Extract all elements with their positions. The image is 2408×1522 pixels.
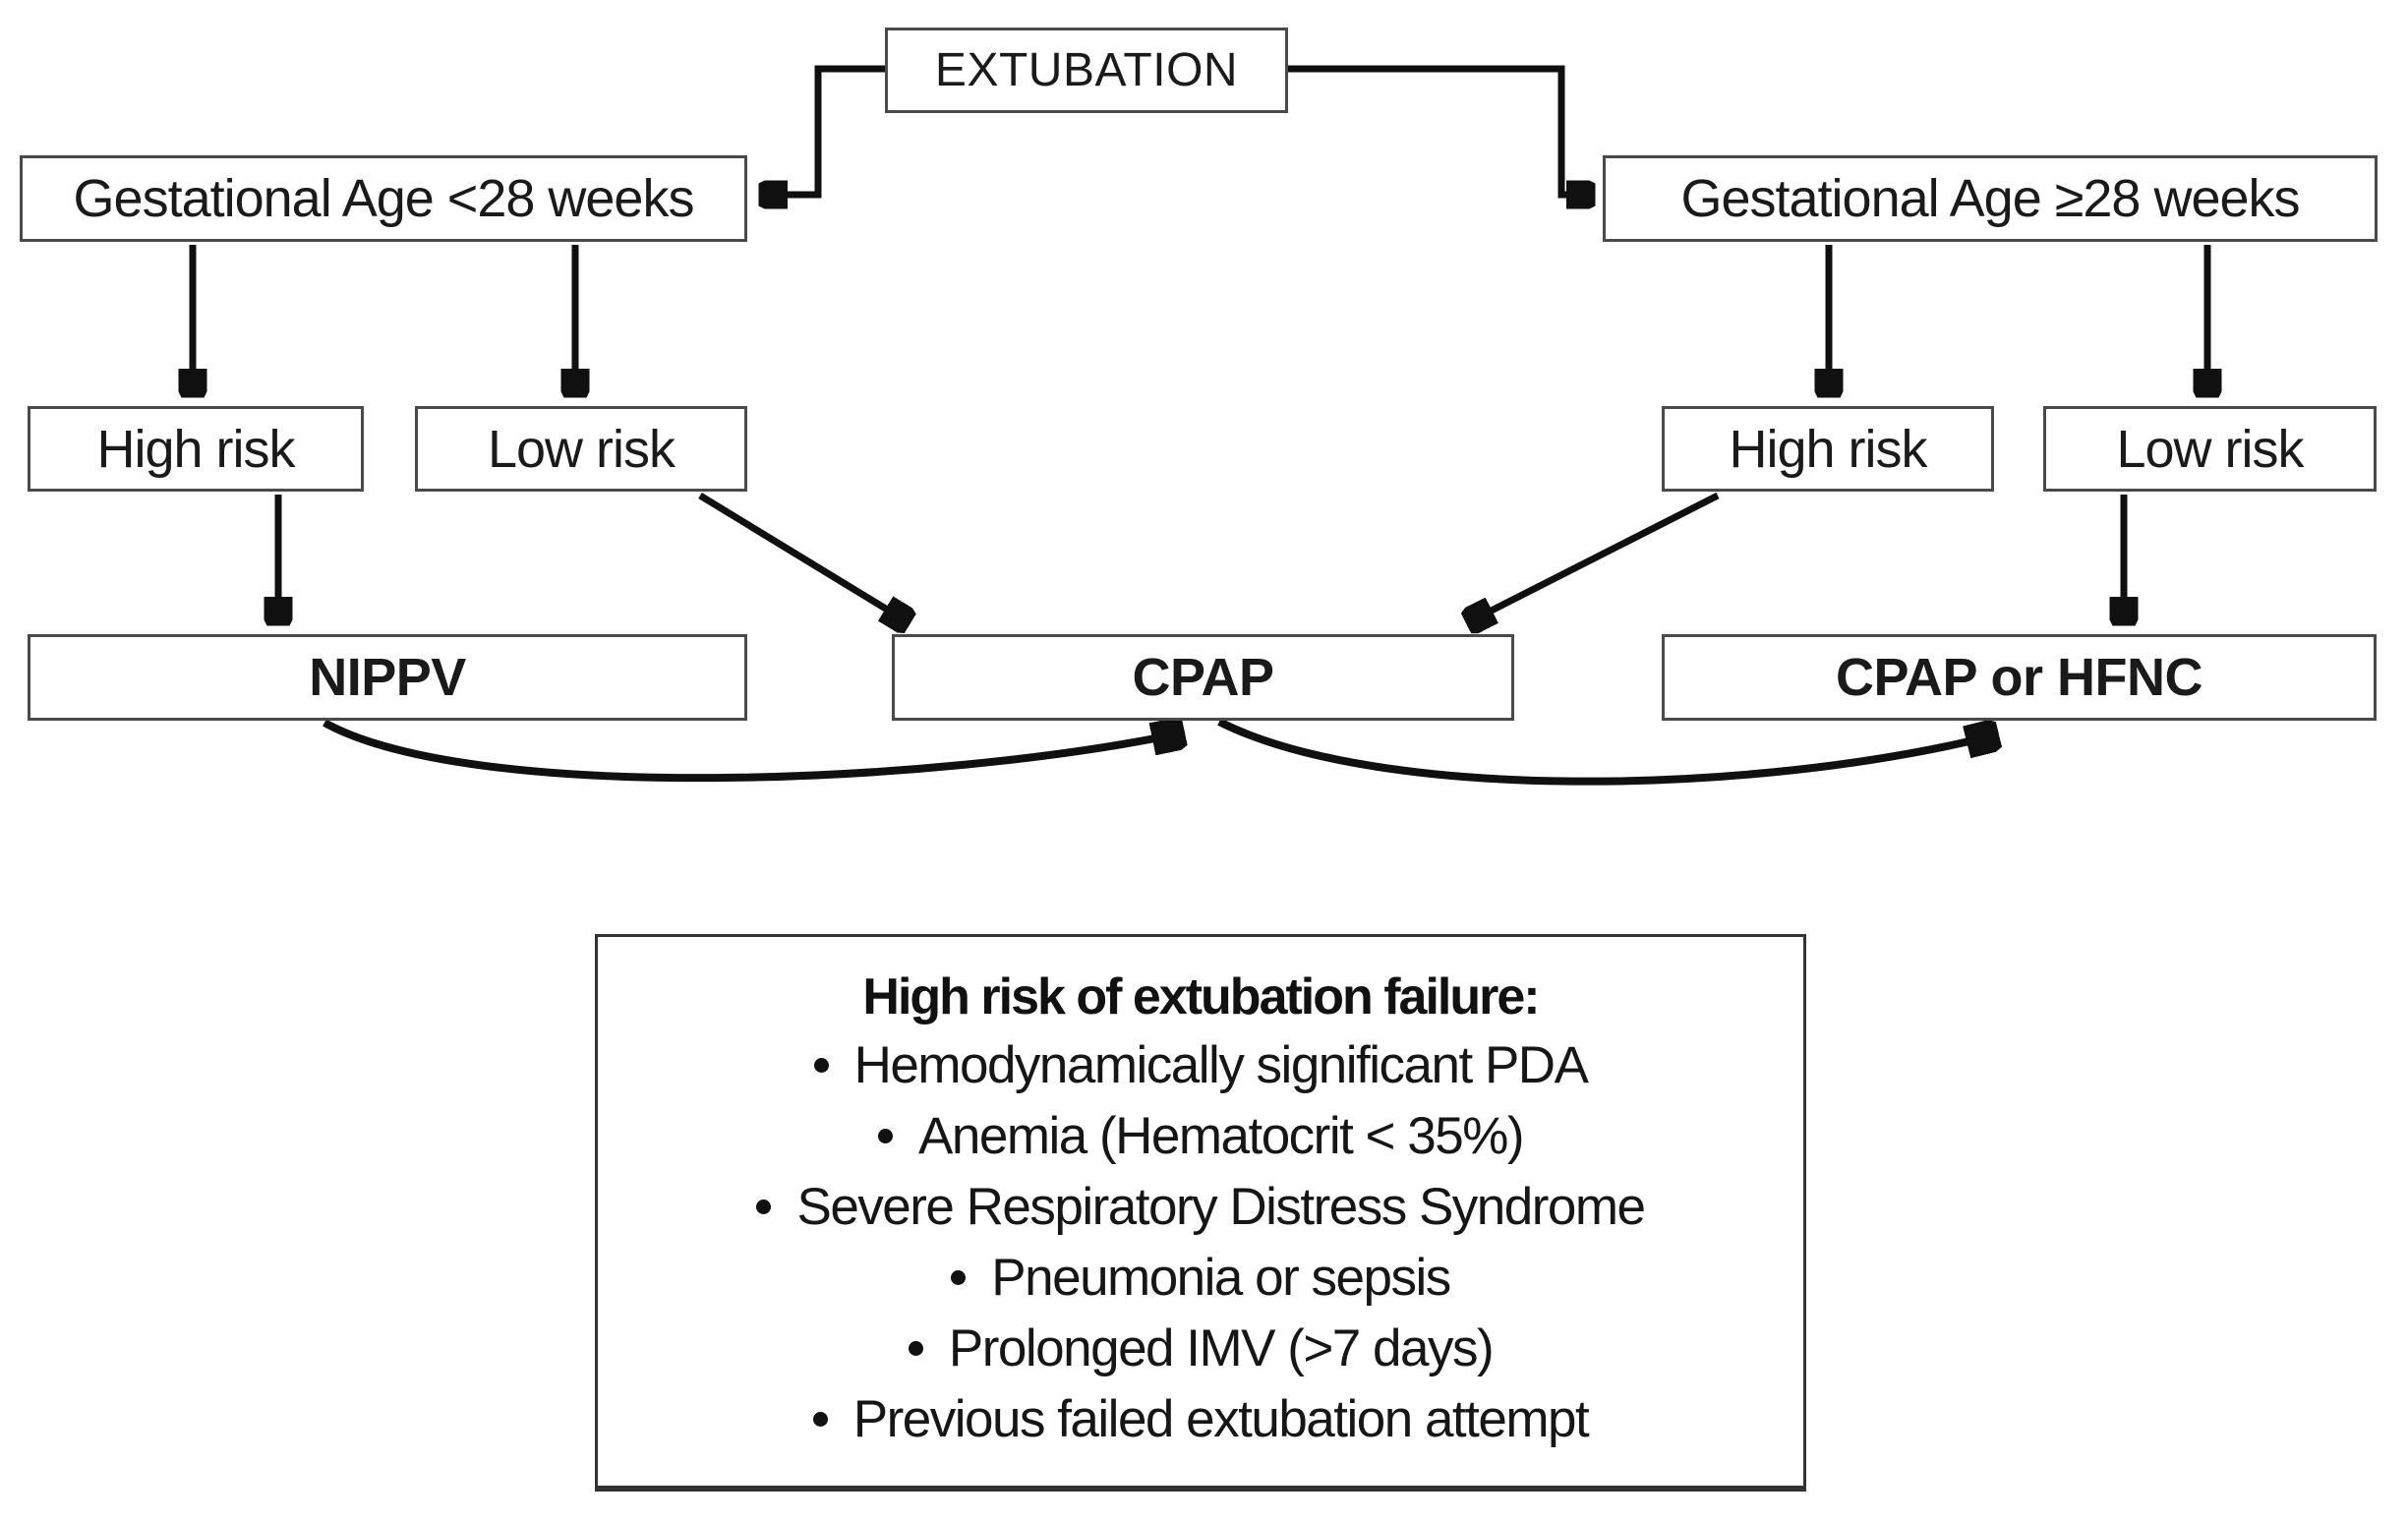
risk-criterion-prolonged-imv: Prolonged IMV (>7 days) xyxy=(598,1313,1803,1383)
node-high-risk-right: High risk xyxy=(1662,406,1994,492)
arrow-low-risk-left-to-cpap xyxy=(698,493,907,621)
risk-criterion-label: Pneumonia or sepsis xyxy=(991,1248,1451,1307)
high-risk-criteria-title: High risk of extubation failure: xyxy=(862,968,1540,1025)
node-nippv: NIPPV xyxy=(28,634,747,721)
arrow-extubation-to-gest-right xyxy=(1288,65,1591,195)
risk-criterion-label: Anemia (Hematocrit < 35%) xyxy=(918,1106,1524,1165)
node-gestational-age-under-28-weeks: Gestational Age <28 weeks xyxy=(20,155,747,242)
node-low-risk-left: Low risk xyxy=(415,406,747,492)
risk-criterion-label: Prolonged IMV (>7 days) xyxy=(948,1318,1495,1377)
node-low-risk-right: Low risk xyxy=(2043,406,2377,492)
high-risk-criteria-box: High risk of extubation failure: Hemodyn… xyxy=(595,934,1806,1492)
node-high-risk-left: High risk xyxy=(28,406,364,492)
bullet-dot xyxy=(812,1411,828,1427)
risk-criterion-anemia: Anemia (Hematocrit < 35%) xyxy=(598,1100,1803,1171)
bullet-dot xyxy=(813,1057,829,1073)
risk-criterion-pda: Hemodynamically significant PDA xyxy=(598,1029,1803,1100)
bullet-dot xyxy=(756,1199,772,1214)
node-gestational-age-28-weeks-or-more: Gestational Age ≥28 weeks xyxy=(1603,155,2378,242)
risk-criterion-label: Severe Respiratory Distress Syndrome xyxy=(796,1177,1646,1236)
node-cpap: CPAP xyxy=(892,634,1514,721)
bullet-dot xyxy=(878,1128,894,1143)
bullet-dot xyxy=(951,1269,967,1285)
risk-criterion-previous-failed-extubation: Previous failed extubation attempt xyxy=(598,1383,1803,1454)
risk-criterion-label: Previous failed extubation attempt xyxy=(852,1389,1590,1448)
node-extubation: EXTUBATION xyxy=(885,28,1288,113)
arrow-nippv-to-cpap xyxy=(323,723,1180,783)
arrow-high-risk-right-to-cpap xyxy=(1470,492,1720,621)
node-cpap-or-hfnc: CPAP or HFNC xyxy=(1662,634,2377,721)
risk-criterion-severe-rds: Severe Respiratory Distress Syndrome xyxy=(598,1171,1803,1242)
risk-criterion-pneumonia-sepsis: Pneumonia or sepsis xyxy=(598,1242,1803,1313)
arrow-extubation-to-gest-left xyxy=(763,65,885,195)
bullet-dot xyxy=(908,1340,923,1356)
risk-criterion-label: Hemodynamically significant PDA xyxy=(853,1035,1589,1094)
arrow-cpap-to-cpap-hfnc xyxy=(1217,718,1994,786)
